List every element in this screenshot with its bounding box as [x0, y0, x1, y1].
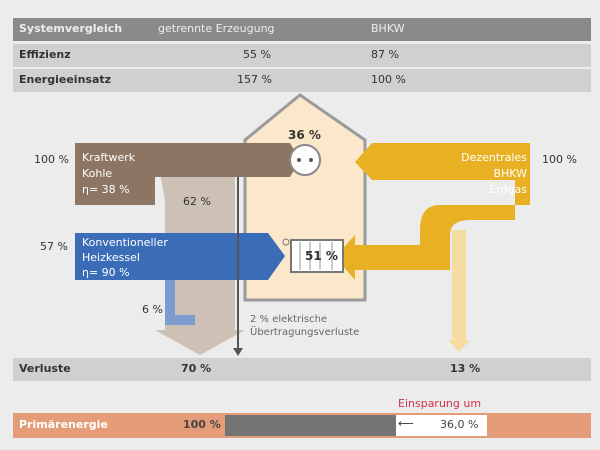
transmission-loss-label: 2 % elektrische Übertragungsverluste — [250, 313, 359, 339]
label-line: Erdgas — [489, 183, 527, 196]
row-chp: 87 % — [371, 48, 399, 61]
chp-loss-flow — [448, 230, 470, 352]
label-line: BHKW — [493, 167, 527, 180]
savings-label: Einsparung um — [398, 397, 482, 410]
header-label: Systemvergleich — [19, 22, 123, 35]
savings-box: ⟵ 36,0 % — [396, 415, 487, 436]
row-label: Energieeinsatz — [19, 73, 112, 86]
losses-separate: 70 % — [181, 362, 212, 375]
row-label: Effizienz — [19, 48, 71, 61]
chp-input-value: 100 % — [542, 153, 577, 166]
table-row: Energieeinsatz 157 % 100 % — [13, 69, 591, 92]
header-chp: BHKW — [371, 22, 405, 35]
power-input-value: 100 % — [34, 153, 69, 166]
losses-label: Verluste — [19, 362, 71, 375]
label-line: Übertragungsverluste — [250, 327, 360, 338]
table-header: Systemvergleich getrennte Erzeugung BHKW — [13, 18, 591, 41]
boiler-label: Konventioneller Heizkessel η= 90 % — [82, 235, 168, 280]
losses-row: Verluste 70 % 13 % — [13, 358, 591, 381]
savings-value: 36,0 % — [440, 418, 479, 431]
boiler-flow — [75, 233, 285, 280]
losses-chp: 13 % — [450, 362, 481, 375]
label-line: Konventioneller — [82, 236, 168, 249]
radiator-icon — [282, 238, 344, 273]
primary-value: 100 % — [183, 418, 221, 431]
header-separate: getrennte Erzeugung — [158, 22, 275, 35]
table-row: Effizienz 55 % 87 % — [13, 44, 591, 67]
row-separate: 55 % — [243, 48, 271, 61]
power-plant-loss-value: 62 % — [183, 195, 211, 208]
label-line: Heizkessel — [82, 251, 140, 264]
row-chp: 100 % — [371, 73, 406, 86]
house-power-value: 36 % — [288, 128, 321, 142]
label-line: Dezentrales — [461, 151, 527, 164]
arrow-left-icon: ⟵ — [398, 417, 414, 430]
power-socket-icon — [289, 144, 321, 176]
label-line: Kraftwerk — [82, 151, 136, 164]
boiler-loss-value: 6 % — [142, 303, 163, 316]
primary-label: Primärenergie — [19, 418, 108, 431]
heat-input-value: 57 % — [40, 240, 68, 253]
label-line: η= 90 % — [82, 266, 130, 279]
primary-energy-row: Primärenergie 100 % ⟵ 36,0 % — [13, 413, 591, 438]
power-plant-flow — [75, 143, 300, 205]
chp-power-flow — [355, 143, 530, 180]
label-line: η= 38 % — [82, 183, 130, 196]
label-line: Kohle — [82, 167, 113, 180]
row-separate: 157 % — [237, 73, 272, 86]
primary-energy-bar — [225, 415, 396, 436]
label-line: 2 % elektrische — [250, 314, 328, 325]
chp-label: Dezentrales BHKW Erdgas — [455, 150, 527, 198]
house-heat-value: 51 % — [305, 249, 338, 263]
transmission-arrowhead — [233, 348, 243, 356]
chp-heat-flow — [335, 145, 530, 280]
boiler-loss-flow — [165, 280, 195, 325]
power-plant-label: Kraftwerk Kohle η= 38 % — [82, 150, 135, 198]
